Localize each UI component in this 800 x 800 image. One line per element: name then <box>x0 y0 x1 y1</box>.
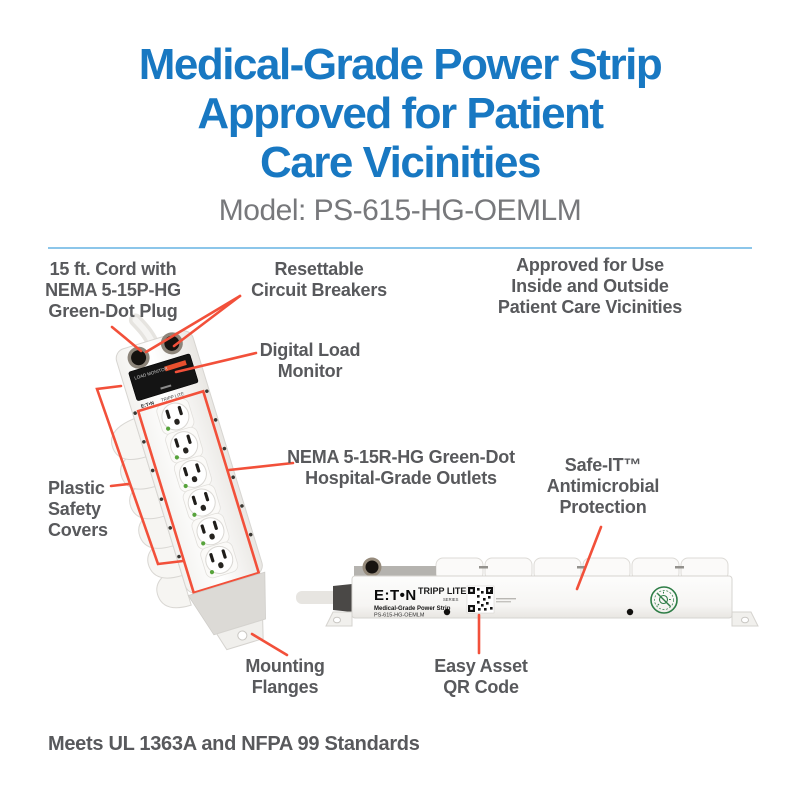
horizontal-power-strip-illustration: E:T•N TRIPP LITE SERIES Medical-Grade Po… <box>296 557 759 627</box>
callout-qr-line1: Easy Asset <box>434 656 528 676</box>
brand-logo-small: E:T•N <box>140 400 155 410</box>
callout-cord: 15 ft. Cord with NEMA 5-15P-HG Green-Dot… <box>40 259 186 322</box>
callout-circuit-breakers: Resettable Circuit Breakers <box>234 259 404 301</box>
callout-qr-line2: QR Code <box>443 677 519 697</box>
circuit-breaker-icon <box>127 332 183 369</box>
hospital-grade-outlets <box>133 389 253 579</box>
outlet <box>168 504 244 550</box>
series-logo: TRIPP LITE <box>418 586 466 596</box>
brand-logo: E:T•N <box>374 587 417 604</box>
leader-line-flanges <box>250 632 289 657</box>
strip-body <box>351 575 733 619</box>
green-dot <box>183 483 188 489</box>
callout-outlets-line2: Hospital-Grade Outlets <box>305 468 497 488</box>
outlet <box>133 389 209 435</box>
green-dot <box>192 512 197 517</box>
callout-flanges-line1: Mounting <box>245 656 325 676</box>
callout-safe-it: Safe-IT™ Antimicrobial Protection <box>523 455 683 518</box>
callout-mounting-flanges: Mounting Flanges <box>215 656 355 698</box>
outlet <box>177 532 253 579</box>
callout-covers-line1: Plastic <box>48 478 105 498</box>
callout-cord-line1: 15 ft. Cord with <box>49 259 177 279</box>
outlet-highlight-box <box>136 389 261 595</box>
callout-qr-code: Easy Asset QR Code <box>411 656 551 698</box>
antimicrobial-icon <box>650 586 678 614</box>
callout-flanges-line2: Flanges <box>251 677 319 697</box>
callout-covers-line3: Covers <box>48 520 108 540</box>
callout-digital-load-monitor: Digital Load Monitor <box>245 340 375 382</box>
page-title-line3: Care Vicinities <box>260 138 541 187</box>
standards-footnote: Meets UL 1363A and NFPA 99 Standards <box>48 733 420 755</box>
cord-strain-relief <box>333 584 352 612</box>
leader-bracket-covers <box>95 384 185 566</box>
callout-cord-line2: NEMA 5-15P-HG <box>45 280 181 300</box>
callout-safety-covers: Plastic Safety Covers <box>48 478 138 541</box>
product-model-label: PS-615-HG-OEMLM <box>374 613 425 619</box>
callout-breakers-line2: Circuit Breakers <box>251 280 387 300</box>
callout-approved-use: Approved for Use Inside and Outside Pati… <box>470 255 710 318</box>
page-title: Medical-Grade Power Strip Approved for P… <box>0 40 800 187</box>
callout-safe-it-line2: Antimicrobial <box>546 476 660 496</box>
product-name-label: Medical-Grade Power Strip <box>374 606 451 612</box>
green-dot <box>201 541 206 546</box>
green-dot <box>174 455 179 460</box>
leader-line-breaker-right <box>172 294 242 348</box>
leader-line-cord <box>110 325 143 353</box>
mounting-flange <box>215 619 264 651</box>
screw <box>626 608 634 616</box>
leader-line-outlets <box>227 461 295 472</box>
outlet <box>159 475 235 521</box>
callout-outlets: NEMA 5-15R-HG Green-Dot Hospital-Grade O… <box>280 447 522 489</box>
leader-line-monitor <box>174 351 258 374</box>
screw <box>443 608 451 616</box>
callout-approved-line1: Approved for Use <box>516 255 664 275</box>
page-title-line2: Approved for Patient <box>197 89 604 138</box>
callout-approved-line2: Inside and Outside <box>511 276 669 296</box>
callout-outlets-line1: NEMA 5-15R-HG Green-Dot <box>287 447 515 467</box>
callout-monitor-line1: Digital Load <box>259 340 361 360</box>
callout-cord-line3: Green-Dot Plug <box>48 301 178 321</box>
mounting-flange <box>325 611 353 627</box>
leader-line-safe-it <box>575 525 603 591</box>
power-cord <box>296 591 338 604</box>
leader-line-breaker-left <box>144 294 242 354</box>
callout-approved-line3: Patient Care Vicinities <box>497 297 683 317</box>
callout-breakers-line1: Resettable <box>274 259 364 279</box>
model-subtitle: Model: PS-615-HG-OEMLM <box>218 194 582 227</box>
series-sub-label: SERIES <box>443 597 459 602</box>
outlet <box>142 418 218 464</box>
callout-safe-it-line3: Protection <box>559 497 647 517</box>
divider-line <box>48 247 752 249</box>
end-cap <box>187 571 266 636</box>
callout-monitor-line2: Monitor <box>277 361 343 381</box>
callout-leader-lines <box>95 294 603 657</box>
outlet <box>150 446 227 493</box>
page-title-line1: Medical-Grade Power Strip <box>138 40 663 89</box>
leader-dash-covers <box>109 482 131 488</box>
qr-code <box>466 585 516 614</box>
green-dot <box>166 426 171 431</box>
callout-safe-it-line1: Safe-IT™ <box>564 455 642 475</box>
callout-covers-line2: Safety <box>48 499 101 519</box>
mounting-flange <box>731 611 759 627</box>
circuit-breaker-icon <box>362 557 382 577</box>
series-logo-small: TRIPP LITE <box>160 391 184 403</box>
digital-load-monitor: LOAD MONITOR <box>128 353 199 401</box>
green-dot <box>209 570 215 575</box>
